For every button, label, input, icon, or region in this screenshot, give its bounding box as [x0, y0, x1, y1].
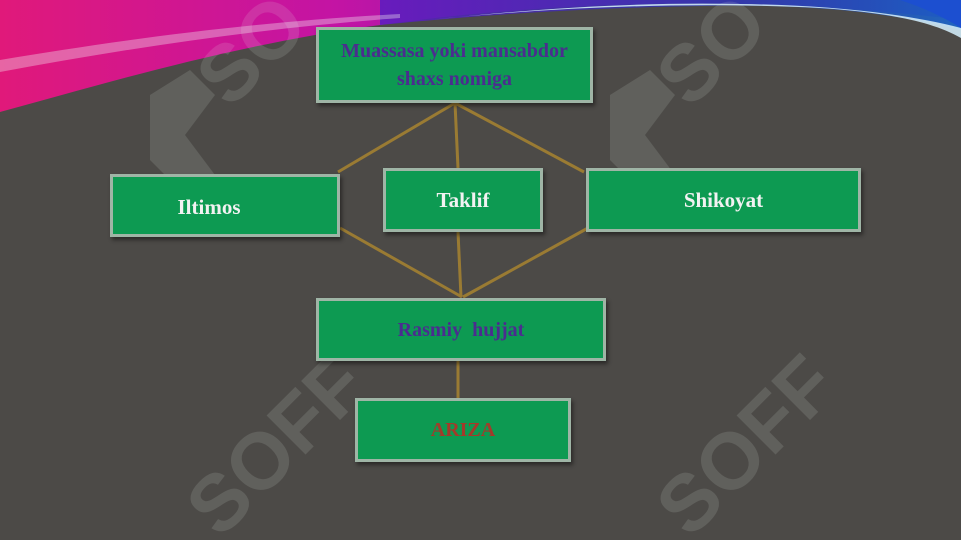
- node-iltimos: Iltimos: [110, 174, 340, 237]
- node-rasmiy-hujjat: Rasmiy hujjat: [316, 298, 606, 361]
- node-shikoyat-label: Shikoyat: [683, 187, 764, 212]
- node-muassasa-label: Muassasa yoki mansabdor shaxs nomiga: [341, 40, 568, 90]
- node-ariza: ARIZA: [355, 398, 571, 462]
- node-shikoyat: Shikoyat: [586, 168, 861, 232]
- node-taklif-label: Taklif: [436, 187, 490, 212]
- node-muassasa: Muassasa yoki mansabdor shaxs nomiga: [316, 27, 593, 103]
- node-ariza-label: ARIZA: [430, 418, 496, 441]
- node-iltimos-label: Iltimos: [177, 195, 241, 219]
- node-rasmiy-hujjat-label: Rasmiy hujjat: [397, 318, 525, 341]
- node-taklif: Taklif: [383, 168, 543, 232]
